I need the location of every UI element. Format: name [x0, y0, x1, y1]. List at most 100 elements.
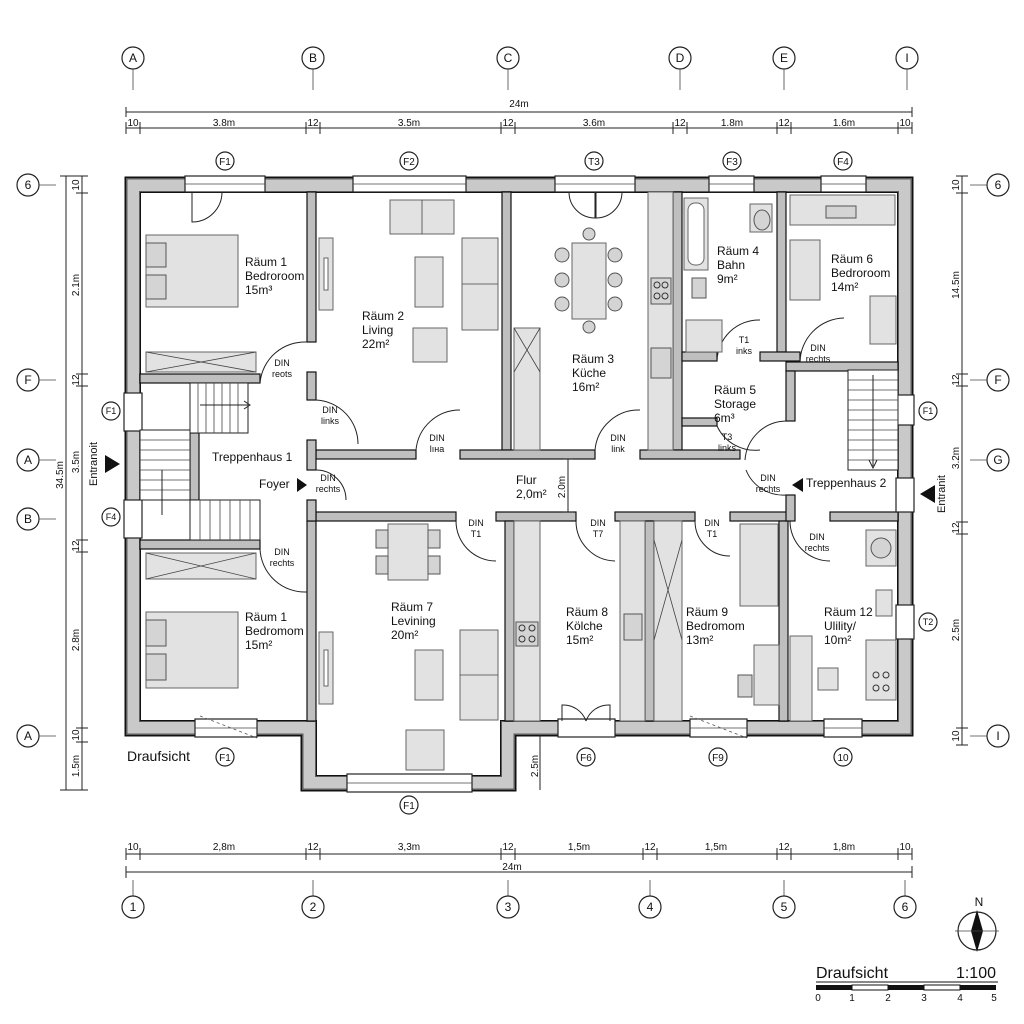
corridor-dimension: 2.0m 2.5m	[530, 458, 573, 790]
dimension: 1.5m	[71, 755, 82, 777]
room-name: Räum 4	[717, 244, 759, 258]
room-name: Räum 5	[714, 383, 756, 397]
scale-legend: Draufsicht 1:100 0 1 2 3 4 5	[815, 965, 998, 1004]
window-tag: F1	[106, 406, 117, 416]
window-tag: F2	[403, 157, 415, 168]
room-name: Räum 6	[831, 252, 873, 266]
grid-label: B	[24, 512, 32, 526]
dimension: 2.1m	[71, 274, 82, 296]
door-label: rechts	[805, 543, 830, 553]
stair-1	[139, 382, 261, 541]
door-label: DIN	[704, 518, 720, 528]
flur-label: Flur	[516, 473, 537, 487]
dimension: 12	[778, 842, 790, 853]
scale-tick: 2	[885, 993, 891, 1004]
grid-label: G	[993, 453, 1002, 467]
dimension: 10	[899, 118, 911, 129]
dimension: 10	[127, 842, 139, 853]
room-type: Bahn	[717, 258, 745, 272]
dimension: 3.8m	[213, 118, 235, 129]
door-labels: DIN reots DIN links DIN lıнa DIN link T1…	[270, 335, 831, 568]
room-area: 16m²	[572, 380, 599, 394]
room-name: Räum 8	[566, 605, 608, 619]
dimension: 12	[674, 118, 686, 129]
dimension-total-bottom: 24m	[502, 862, 521, 873]
door-label: links	[321, 416, 340, 426]
door-label: rechts	[806, 354, 831, 364]
scale-tick: 0	[815, 993, 821, 1004]
door-label: DIN	[810, 343, 826, 353]
entrance-arrow-left	[105, 455, 120, 473]
door-label: DIN	[320, 473, 336, 483]
grid-label: 6	[995, 178, 1002, 192]
grid-label: 3	[505, 900, 512, 914]
dimension: 1.6m	[833, 118, 855, 129]
window-tag: F1	[219, 157, 231, 168]
scale-tick: 4	[957, 993, 963, 1004]
grid-left: 6 F A B A	[16, 173, 56, 748]
room-type: Storage	[714, 397, 756, 411]
stair-2-arrow	[792, 478, 803, 492]
plan-caption: Draufsicht	[127, 748, 190, 764]
dimension: 12	[951, 522, 962, 534]
dimension-left: 10 2.1m 12 3.5m 12 2.8m 10 1.5m 34.5m	[55, 175, 88, 791]
dimension: 3,3m	[398, 842, 420, 853]
room-type: Ulility/	[824, 619, 857, 633]
dimension: 3.6m	[583, 118, 605, 129]
scale-tick: 5	[991, 993, 997, 1004]
stair-1-label: Treppenhaus 1	[212, 450, 293, 464]
window-tags: F1 F2 T3 F3 F4 F1 F4 F1 T2 F1 F1 F6 F9 1…	[101, 151, 938, 815]
door-label: inks	[736, 346, 753, 356]
dimension-right: 10 14.5m 12 3.2m 12 2.5m 10	[951, 175, 968, 746]
dimension: 12	[307, 842, 319, 853]
foyer-arrow	[297, 478, 307, 492]
door-label: T7	[593, 529, 604, 539]
room-area: 10m²	[824, 633, 851, 647]
dimension-total-top: 24m	[509, 99, 528, 110]
grid-label: F	[24, 373, 31, 387]
room-area: 14m²	[831, 280, 858, 294]
room-name: Räum 1	[245, 610, 287, 624]
window-tag: F1	[219, 753, 231, 764]
window-tag: F4	[106, 512, 117, 522]
flur-area: 2,0m²	[516, 487, 547, 501]
scale-label: 1:100	[956, 965, 996, 982]
window-tag: F3	[726, 157, 738, 168]
bay-dimension-label: 2.5m	[530, 755, 541, 777]
room-labels: Räum 1 Bedroroom 15m³ Räum 2 Living 22m²…	[212, 244, 890, 652]
dimension: 2,8m	[213, 842, 235, 853]
grid-label: I	[996, 729, 999, 743]
door-label: T1	[739, 335, 750, 345]
dimension: 12	[307, 118, 319, 129]
door-label: DIN	[760, 473, 776, 483]
room-area: 9m²	[717, 272, 738, 286]
room-type: Bedromom	[245, 624, 304, 638]
window-tag: T2	[923, 617, 934, 627]
window-tag: F9	[712, 753, 724, 764]
door-label: DIN	[274, 358, 290, 368]
room-name: Räum 7	[391, 600, 433, 614]
door-label: rechts	[270, 558, 295, 568]
dimension: 12	[644, 842, 656, 853]
dimension: 12	[71, 374, 82, 386]
room-area: 13m²	[686, 633, 713, 647]
dimension: 1,5m	[568, 842, 590, 853]
room-type: Kölche	[566, 619, 603, 633]
dimension-total-left: 34.5m	[55, 461, 66, 489]
door-label: DIN	[468, 518, 484, 528]
room-type: Bedroroom	[831, 266, 890, 280]
dimension: 12	[502, 118, 514, 129]
window-tag: F4	[837, 157, 849, 168]
legend-caption: Draufsicht	[816, 965, 889, 982]
door-label: rechts	[756, 484, 781, 494]
dimension: 10	[899, 842, 911, 853]
dimension-top: 24m 10 3.8m 12 3.5m 12 3.6m 12 1.8m 12 1…	[125, 99, 913, 134]
door-label: lıнa	[430, 444, 444, 454]
room-name: Räum 2	[362, 309, 404, 323]
room-area: 22m²	[362, 337, 389, 351]
grid-label: B	[309, 51, 317, 65]
room-name: Räum 12	[824, 605, 873, 619]
door-swings	[191, 191, 845, 739]
grid-label: 6	[25, 178, 32, 192]
